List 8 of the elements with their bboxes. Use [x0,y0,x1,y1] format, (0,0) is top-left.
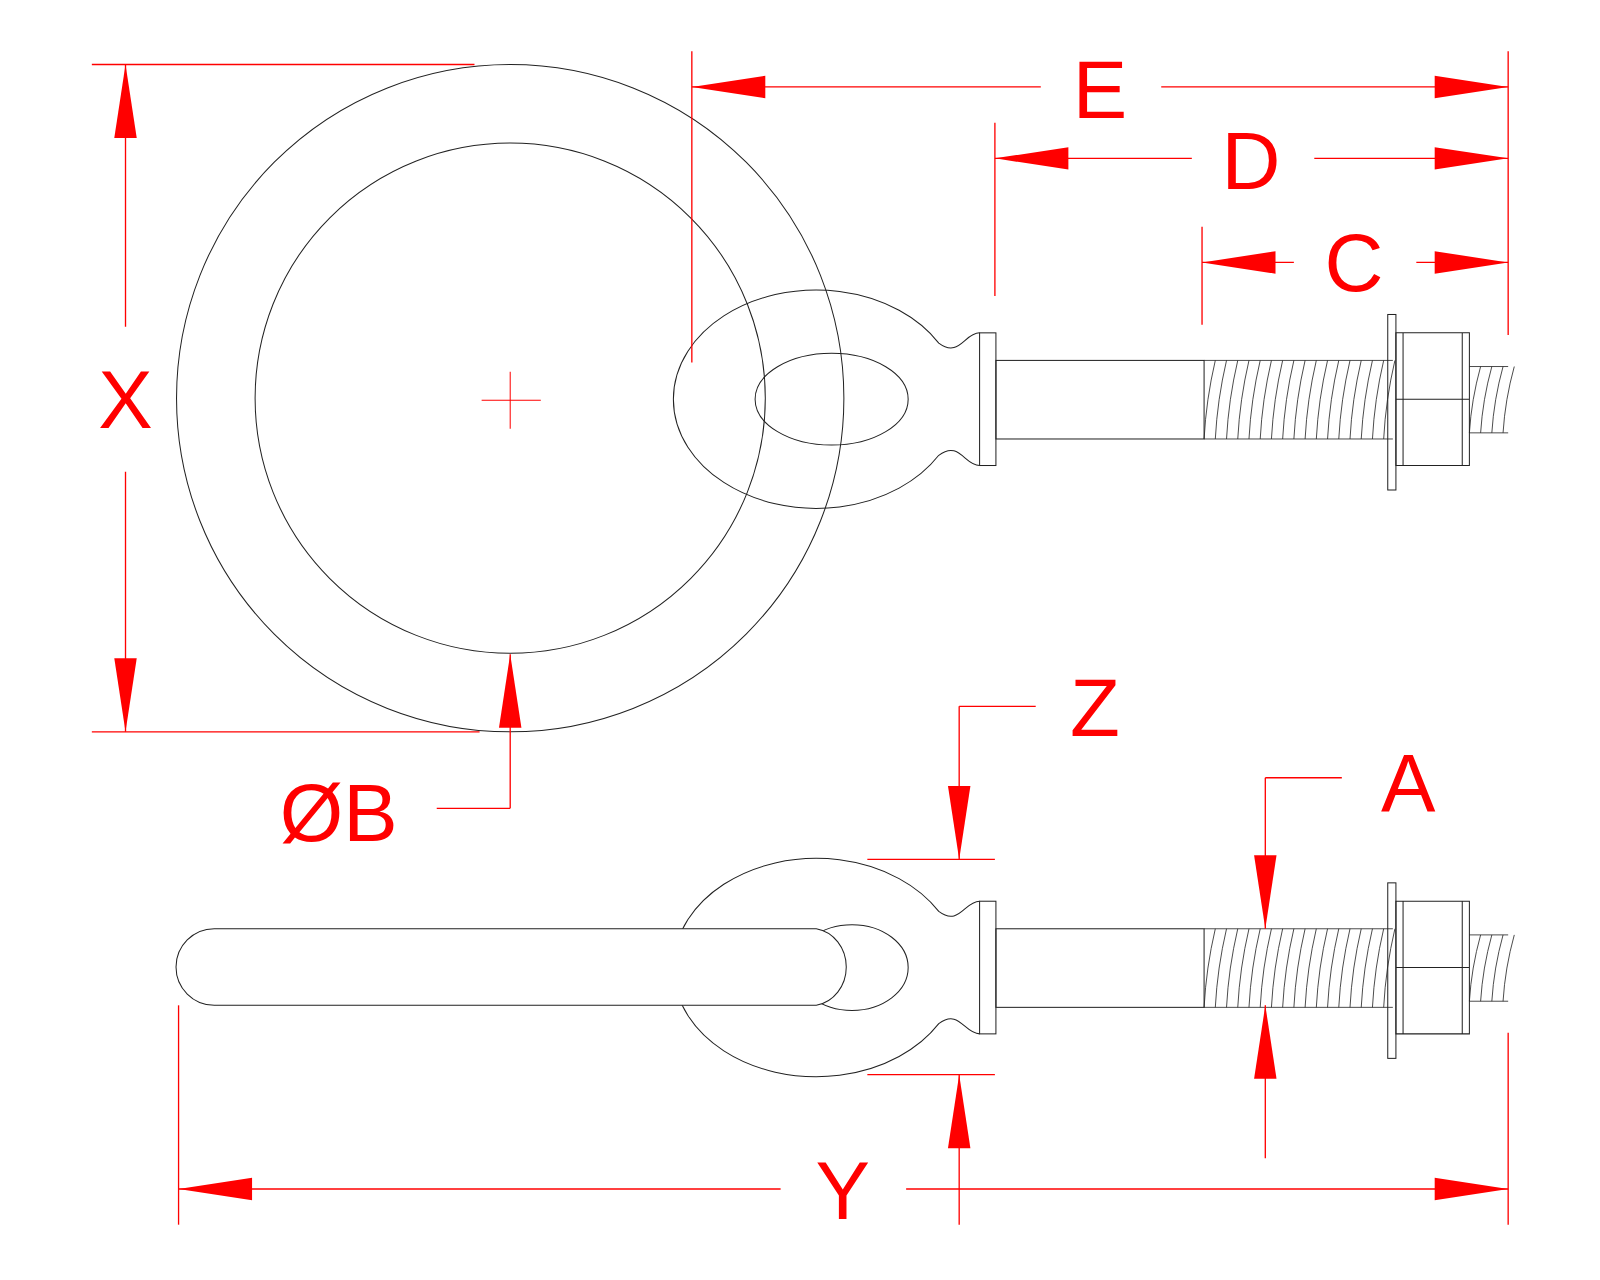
dimension-label: ØB [279,772,398,855]
dimension-label: X [98,359,153,441]
dimension-label: A [1380,741,1436,824]
dimension-label: Y [815,1150,871,1232]
dimension-label: D [1221,120,1281,203]
dimension-label: E [1072,48,1128,131]
dimension-label: Z [1069,667,1120,749]
dimension-label: C [1324,222,1384,305]
